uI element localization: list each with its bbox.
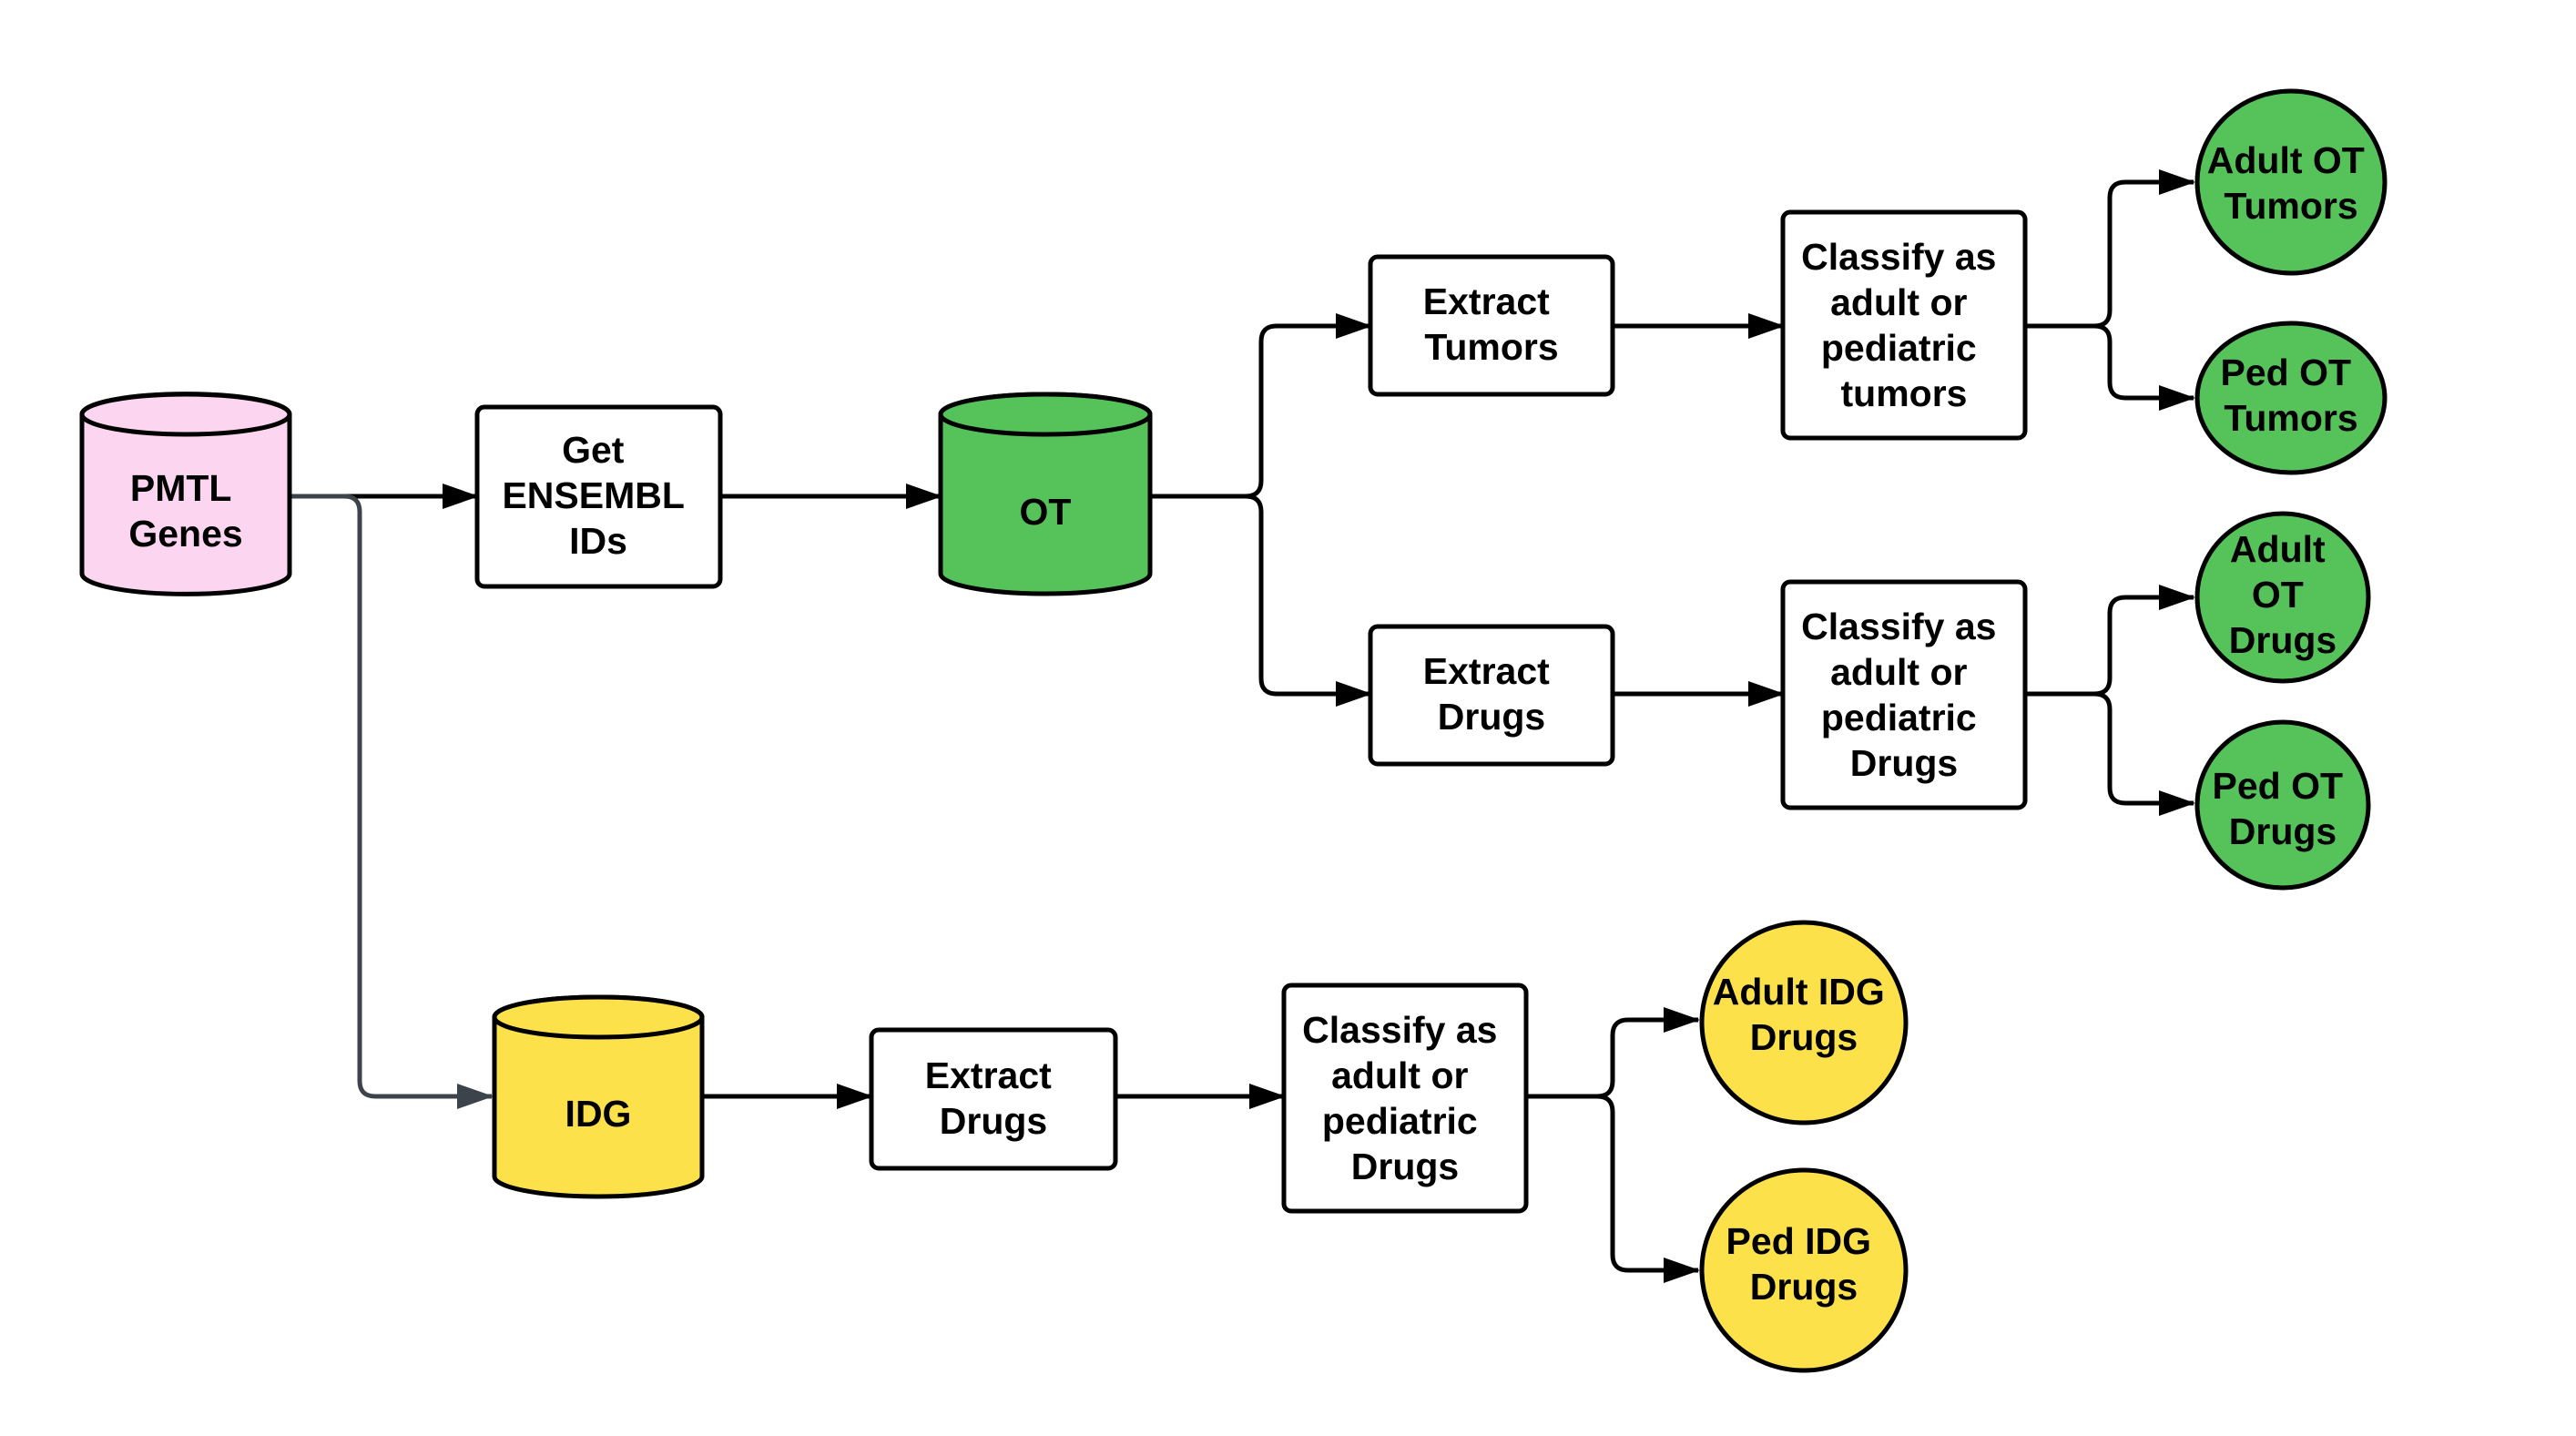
edge-classify-drugs-to-adult-ot: [2025, 585, 2195, 697]
svg-text:PMTL Genes: PMTL Genes: [128, 467, 242, 555]
edge-ot-to-extract-tumors: [1150, 313, 1372, 499]
idg-label: IDG: [565, 1093, 632, 1135]
svg-text:Adult OT Tumors: Adult OT Tumors: [2207, 139, 2375, 227]
svg-text:Extract Drugs: Extract Drugs: [1423, 650, 1560, 738]
adult-ot-tumors-label-line1: Adult OT: [2207, 139, 2365, 181]
extract-tumors-label-line2: Tumors: [1424, 326, 1558, 368]
get-ensembl-label-line3: IDs: [569, 520, 627, 562]
pmtl-genes-label-line1: PMTL: [130, 467, 231, 509]
extract-drugs-idg-label-line2: Drugs: [940, 1100, 1047, 1142]
classify-drugs-idg-label-line4: Drugs: [1351, 1146, 1459, 1187]
classify-drugs-idg-box: Classify as adult or pediatric Drugs: [1281, 983, 1529, 1214]
edge-pmtl-to-idg: [290, 494, 494, 1109]
edge-ot-to-extract-drugs: [1150, 494, 1372, 707]
svg-text:Ped OT Tumors: Ped OT Tumors: [2221, 351, 2362, 439]
extract-tumors-box: Extract Tumors: [1368, 254, 1615, 397]
ped-ot-drugs-label-line1: Ped OT: [2213, 765, 2344, 807]
classify-tumors-label-line4: tumors: [1841, 372, 1968, 414]
get-ensembl-ids-box: Get ENSEMBL IDs: [474, 404, 723, 589]
classify-drugs-idg-label-line3: pediatric: [1322, 1100, 1478, 1142]
ot-label: OT: [1020, 491, 1072, 533]
svg-text:Adult OT Drugs: Adult OT Drugs: [2229, 528, 2337, 661]
classify-drugs-ot-label-line2: adult or: [1830, 651, 1967, 693]
adult-ot-drugs-label-line3: Drugs: [2229, 619, 2337, 661]
extract-drugs-ot-label-line1: Extract: [1423, 650, 1550, 692]
svg-text:Ped IDG Drugs: Ped IDG Drugs: [1726, 1220, 1882, 1308]
pmtl-genes-label-line2: Genes: [128, 513, 242, 555]
classify-tumors-box: Classify as adult or pediatric tumors: [1780, 209, 2028, 441]
classify-drugs-ot-label-line4: Drugs: [1850, 742, 1958, 784]
edges: [290, 169, 2195, 1283]
adult-ot-tumors-node: Adult OT Tumors: [2194, 88, 2388, 276]
svg-text:Ped OT Drugs: Ped OT Drugs: [2213, 765, 2354, 852]
adult-idg-drugs-label-line1: Adult IDG: [1713, 971, 1885, 1013]
adult-idg-drugs-label-line2: Drugs: [1750, 1016, 1858, 1058]
svg-text:IDG: IDG: [565, 1093, 632, 1135]
edge-classify-idg-to-adult: [1526, 1007, 1700, 1099]
classify-drugs-ot-label-line1: Classify as: [1801, 606, 1996, 647]
extract-drugs-idg-box: Extract Drugs: [869, 1027, 1118, 1171]
adult-ot-drugs-label-line2: OT: [2252, 574, 2304, 616]
ped-idg-drugs-label-line1: Ped IDG: [1726, 1220, 1871, 1262]
extract-drugs-ot-box: Extract Drugs: [1368, 624, 1615, 767]
ped-idg-drugs-label-line2: Drugs: [1750, 1266, 1858, 1308]
classify-drugs-ot-box: Classify as adult or pediatric Drugs: [1780, 579, 2028, 810]
ped-idg-drugs-node: Ped IDG Drugs: [1699, 1167, 1909, 1373]
svg-text:Classify as adult or: Classify as adult or pediatric Drugs: [1801, 606, 2007, 784]
classify-tumors-label-line3: pediatric: [1821, 327, 1977, 369]
get-ensembl-label-line1: Get: [562, 429, 625, 471]
adult-ot-drugs-node: Adult OT Drugs: [2194, 511, 2371, 684]
adult-ot-drugs-label-line1: Adult: [2230, 528, 2326, 570]
svg-text:Get ENSEMBL IDs: Get ENSEMBL IDs: [502, 429, 694, 562]
svg-text:Extract Drugs: Extract Drugs: [925, 1054, 1062, 1142]
svg-text:Adult IDG Drugs: Adult IDG Drugs: [1713, 971, 1895, 1058]
extract-tumors-label-line1: Extract: [1423, 280, 1550, 322]
idg-database: IDG: [492, 994, 705, 1199]
adult-ot-tumors-label-line2: Tumors: [2224, 185, 2357, 227]
adult-idg-drugs-node: Adult IDG Drugs: [1699, 920, 1909, 1125]
pmtl-genes-database: PMTL Genes: [79, 392, 292, 596]
svg-text:Classify as adult or: Classify as adult or pediatric tumors: [1801, 236, 2007, 414]
edge-classify-tumors-to-ped: [2025, 323, 2195, 411]
ped-ot-drugs-node: Ped OT Drugs: [2194, 719, 2371, 891]
extract-drugs-idg-label-line1: Extract: [925, 1054, 1052, 1096]
classify-tumors-label-line2: adult or: [1830, 281, 1967, 323]
classify-drugs-idg-label-line1: Classify as: [1302, 1009, 1497, 1051]
get-ensembl-label-line2: ENSEMBL: [502, 474, 684, 516]
classify-tumors-label-line1: Classify as: [1801, 236, 1996, 278]
ped-ot-tumors-node: Ped OT Tumors: [2194, 321, 2388, 475]
extract-drugs-ot-label-line2: Drugs: [1438, 696, 1545, 738]
ped-ot-tumors-label-line1: Ped OT: [2221, 351, 2352, 393]
ped-ot-tumors-label-line2: Tumors: [2224, 397, 2357, 439]
svg-text:Extract Tumors: Extract Tumors: [1423, 280, 1560, 368]
edge-classify-drugs-to-ped-ot: [2025, 691, 2195, 816]
classify-drugs-ot-label-line3: pediatric: [1821, 697, 1977, 738]
ped-ot-drugs-label-line2: Drugs: [2229, 810, 2337, 852]
svg-text:Classify as adult or: Classify as adult or pediatric Drugs: [1302, 1009, 1508, 1187]
svg-text:OT: OT: [1020, 491, 1072, 533]
edge-classify-tumors-to-adult: [2025, 169, 2195, 329]
ot-database: OT: [938, 392, 1153, 596]
classify-drugs-idg-label-line2: adult or: [1331, 1054, 1468, 1096]
edge-classify-idg-to-ped: [1526, 1094, 1700, 1283]
